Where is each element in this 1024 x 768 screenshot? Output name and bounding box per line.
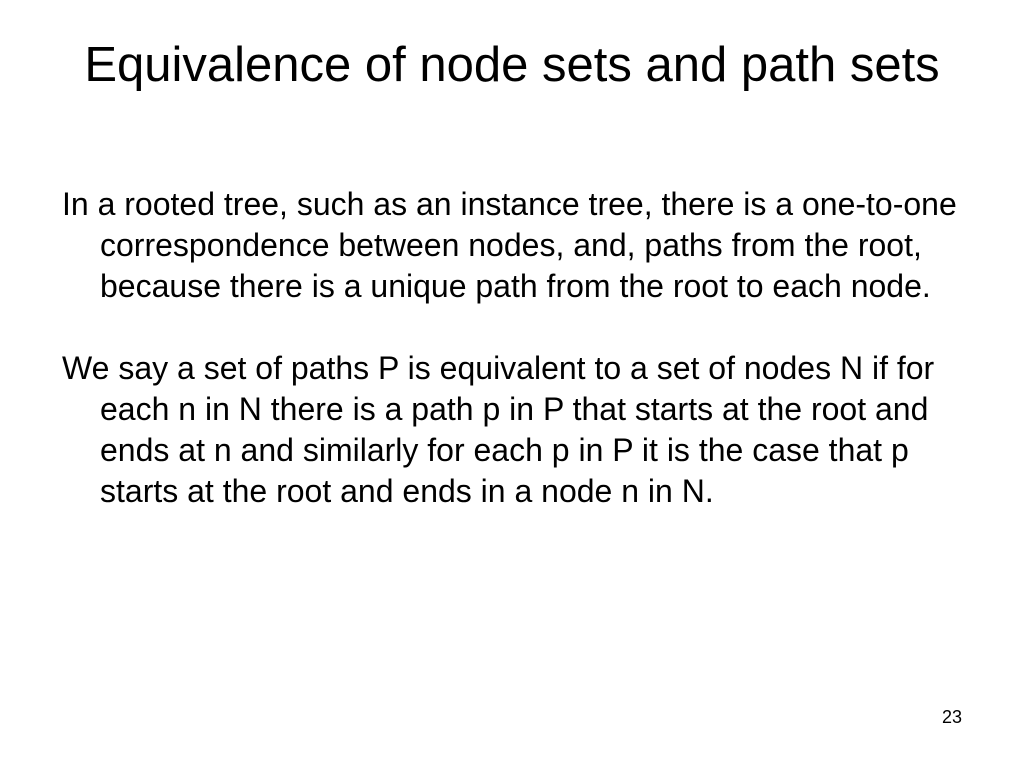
slide-title: Equivalence of node sets and path sets	[84, 38, 940, 92]
slide-body: In a rooted tree, such as an instance tr…	[62, 184, 962, 512]
slide-number: 23	[941, 707, 962, 727]
body-paragraph-1: In a rooted tree, such as an instance tr…	[62, 186, 957, 304]
body-paragraph-2: We say a set of paths P is equivalent to…	[62, 350, 935, 509]
